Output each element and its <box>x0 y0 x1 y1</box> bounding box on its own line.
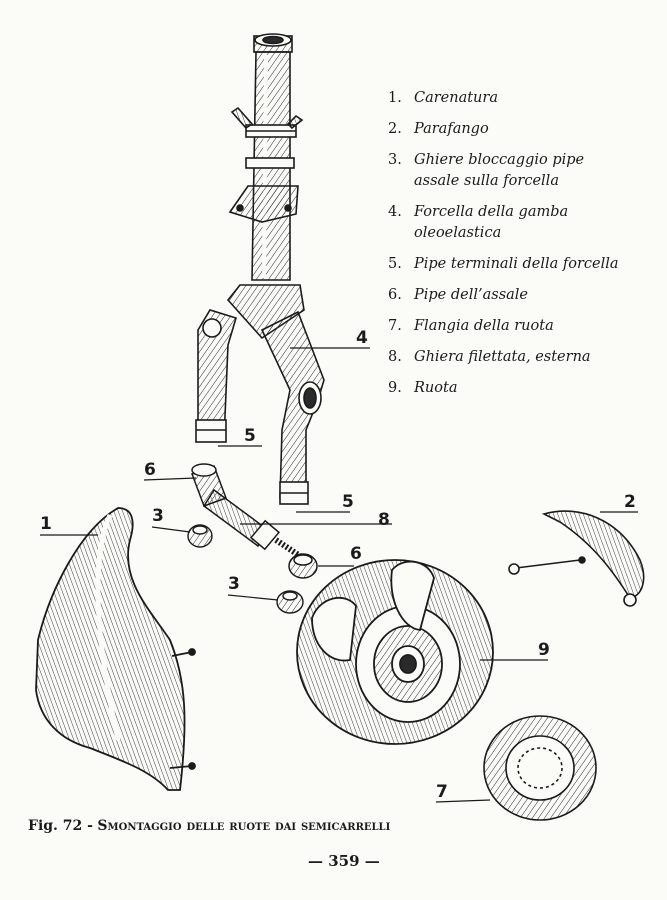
legend-item: 4.Forcella della gamba oleoelastica <box>388 204 569 241</box>
legend-item: 2.Parafango <box>388 121 489 137</box>
callout-4: 4 <box>356 328 368 348</box>
fairing-part-1 <box>35 507 196 791</box>
figure-caption: Fig. 72 - Smontaggio delle ruote dai sem… <box>28 818 390 834</box>
leader-lines <box>40 347 638 803</box>
axle-assembly <box>191 463 318 579</box>
callout-5-right: 5 <box>342 492 354 512</box>
callout-7: 7 <box>436 782 448 802</box>
lock-ring-lower <box>276 590 304 614</box>
wheel-flange-part-7 <box>483 715 597 821</box>
callout-6-upper: 6 <box>144 460 156 480</box>
figure-title: Smontaggio delle ruote dai semicarrelli <box>97 818 391 834</box>
parts-legend: 1.Carenatura 2.Parafango 3.Ghiere blocca… <box>388 88 628 409</box>
callout-1: 1 <box>40 514 52 534</box>
callout-8: 8 <box>378 510 390 530</box>
mudguard-part-2 <box>508 510 645 607</box>
callout-5-left: 5 <box>244 426 256 446</box>
figure-number: Fig. 72 - <box>28 818 93 834</box>
legend-item: 8.Ghiera filettata, esterna <box>388 349 591 365</box>
callout-2: 2 <box>624 492 636 512</box>
legend-item: 1.Carenatura <box>388 90 498 106</box>
callout-3-upper: 3 <box>152 506 164 526</box>
callout-6-lower: 6 <box>350 544 362 564</box>
legend-item: 6.Pipe dell’assale <box>388 287 529 303</box>
legend-item: 3.Ghiere bloccaggio pipe assale sulla fo… <box>388 152 585 189</box>
page-number: — 359 — <box>308 852 380 870</box>
callout-9: 9 <box>538 640 550 660</box>
legend-item: 9.Ruota <box>388 380 458 396</box>
legend-item: 7.Flangia della ruota <box>388 318 554 334</box>
lock-ring-upper <box>187 524 213 548</box>
legend-item: 5.Pipe terminali della forcella <box>388 256 619 272</box>
wheel-part-9 <box>296 559 494 745</box>
callout-3-lower: 3 <box>228 574 240 594</box>
fork-part-4 <box>195 33 325 505</box>
